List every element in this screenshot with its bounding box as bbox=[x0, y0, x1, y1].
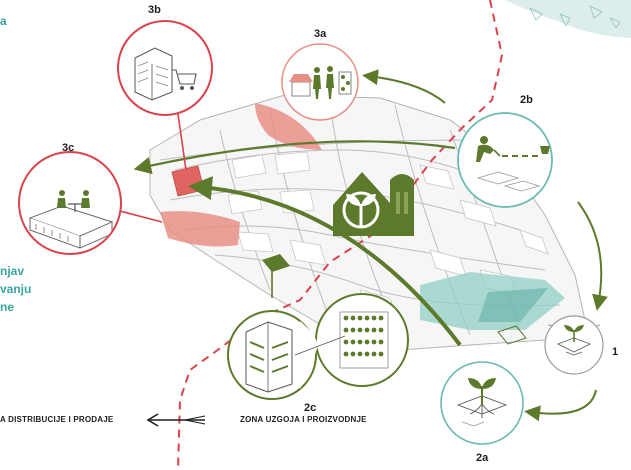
footer-distribution-label: A DISTRIBUCIJE I PRODAJE bbox=[0, 415, 114, 424]
market-people-icon bbox=[289, 66, 352, 99]
side-heading-fragment: a bbox=[0, 14, 7, 28]
circle-1 bbox=[544, 315, 604, 375]
store-zone bbox=[171, 165, 205, 197]
label-2b: 2b bbox=[520, 94, 533, 106]
circle-2b bbox=[457, 112, 553, 208]
circle-3c bbox=[18, 151, 122, 255]
left-arrow-icon bbox=[146, 413, 206, 427]
label-3c: 3c bbox=[62, 142, 75, 154]
farmer-planting-icon bbox=[476, 136, 550, 192]
seedling-hands-icon bbox=[556, 325, 592, 356]
cafe-table-icon bbox=[28, 190, 114, 249]
plant-roots-icon bbox=[456, 378, 508, 427]
store-cart-icon bbox=[134, 47, 197, 101]
label-3a: 3a bbox=[314, 28, 327, 40]
vertical-farm-plot bbox=[262, 254, 290, 272]
label-1: 1 bbox=[612, 346, 619, 358]
label-3b: 3b bbox=[148, 4, 161, 16]
vertical-farm-icon bbox=[245, 311, 389, 393]
zone-boundary-line bbox=[177, 0, 504, 470]
side-text-line-1: njav bbox=[0, 264, 25, 278]
map-fragment bbox=[505, 0, 631, 38]
side-text-line-2: vanju bbox=[0, 282, 32, 296]
label-2c: 2c bbox=[304, 402, 317, 414]
cafe-zone bbox=[160, 211, 240, 247]
side-text-line-3: ne bbox=[0, 300, 15, 314]
circle-2a bbox=[440, 361, 524, 445]
market-zone bbox=[255, 103, 322, 150]
circle-3a bbox=[281, 43, 359, 121]
circle-2c bbox=[227, 293, 409, 400]
footer-cultivation-label: ZONA UZGOJA I PROIZVODNJE bbox=[240, 415, 367, 424]
circle-3b bbox=[117, 20, 213, 116]
sprout-logo-icon bbox=[333, 172, 414, 236]
label-2a: 2a bbox=[476, 452, 489, 464]
